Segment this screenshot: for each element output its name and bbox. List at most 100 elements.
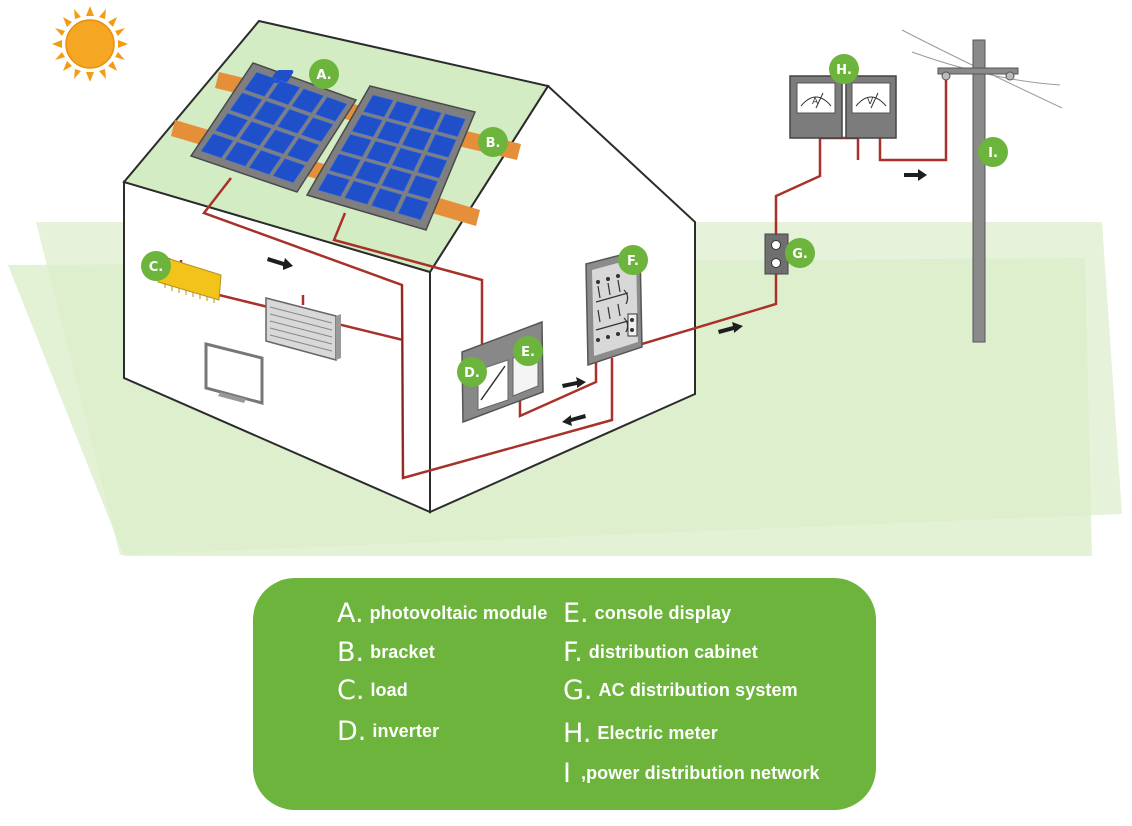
legend-letter: A. bbox=[337, 598, 364, 629]
svg-text:D.: D. bbox=[464, 366, 480, 381]
solar-cell bbox=[397, 195, 429, 221]
solar-panel-2-cells bbox=[317, 94, 466, 221]
svg-text:H.: H. bbox=[836, 63, 852, 78]
solar-cell bbox=[300, 117, 334, 143]
legend-label: AC distribution system bbox=[598, 680, 798, 700]
legend-label: Electric meter bbox=[597, 723, 718, 743]
sun-icon bbox=[52, 6, 128, 82]
arrow-right-icon bbox=[904, 169, 927, 181]
solar-cell bbox=[426, 134, 457, 158]
ammeter-symbol: A bbox=[812, 97, 819, 107]
solar-cell bbox=[317, 173, 351, 197]
solar-cell bbox=[355, 160, 387, 185]
solar-cell bbox=[248, 149, 282, 175]
solar-cell bbox=[417, 154, 448, 179]
solar-cell bbox=[253, 100, 287, 126]
solar-cell bbox=[229, 92, 263, 118]
solar-cell bbox=[363, 94, 394, 118]
legend-letter: C. bbox=[337, 675, 365, 706]
solar-cell bbox=[314, 96, 348, 122]
solar-cell bbox=[340, 133, 372, 158]
legend-letter: I bbox=[563, 758, 571, 789]
solar-cell bbox=[387, 100, 418, 124]
marker-a: A. bbox=[309, 59, 339, 89]
marker-f: F. bbox=[618, 245, 648, 275]
legend-item-d: D.inverter bbox=[337, 716, 439, 747]
legend-letter: H. bbox=[563, 718, 592, 749]
legend-letter: B. bbox=[337, 637, 365, 668]
solar-cell bbox=[412, 107, 442, 131]
solar-cell bbox=[376, 120, 408, 145]
utility-pole bbox=[937, 39, 1019, 343]
legend-label: photovoltaic module bbox=[369, 603, 548, 623]
solar-cell bbox=[200, 133, 234, 159]
svg-text:E.: E. bbox=[521, 345, 535, 360]
arrow-right-icon bbox=[267, 257, 293, 270]
solar-cell bbox=[291, 88, 324, 114]
electric-meters: A V bbox=[789, 75, 897, 139]
solar-cell bbox=[401, 127, 432, 151]
solar-cell bbox=[277, 108, 310, 134]
legend-letter: D. bbox=[337, 716, 367, 747]
legend-label: load bbox=[370, 680, 408, 700]
svg-text:A.: A. bbox=[316, 68, 331, 83]
svg-text:F.: F. bbox=[627, 254, 639, 269]
air-conditioner-unit bbox=[265, 297, 341, 361]
solar-cell bbox=[244, 71, 277, 97]
solar-cell bbox=[351, 114, 383, 138]
solar-cell bbox=[328, 153, 361, 178]
legend-panel: A.photovoltaic module B.bracket C.load D… bbox=[253, 578, 876, 810]
television bbox=[204, 342, 264, 405]
marker-h: H. bbox=[829, 54, 859, 84]
svg-text:I.: I. bbox=[988, 146, 998, 161]
legend-label: console display bbox=[594, 603, 732, 623]
solar-cell bbox=[238, 121, 272, 147]
solar-cell bbox=[381, 167, 413, 192]
solar-cell bbox=[344, 180, 377, 205]
solar-cell bbox=[215, 112, 249, 138]
marker-b: B. bbox=[478, 127, 508, 157]
legend-label: ,power distribution network bbox=[580, 763, 820, 783]
solar-cell bbox=[267, 80, 301, 106]
solar-cell bbox=[436, 113, 466, 137]
legend-letter: E. bbox=[563, 598, 589, 629]
svg-text:C.: C. bbox=[149, 260, 163, 275]
solar-cell bbox=[371, 188, 403, 213]
solar-cell bbox=[262, 129, 296, 155]
legend-item-b: B.bracket bbox=[337, 637, 435, 668]
legend-item-g: G.AC distribution system bbox=[563, 675, 798, 706]
solar-cell bbox=[272, 158, 306, 184]
solar-cell bbox=[365, 140, 398, 165]
legend-letter: F. bbox=[563, 637, 583, 668]
legend-label: distribution cabinet bbox=[588, 642, 758, 662]
legend-label: inverter bbox=[372, 721, 440, 741]
marker-e: E. bbox=[513, 336, 543, 366]
legend-item-h: H.Electric meter bbox=[563, 718, 718, 749]
arrow-right-icon bbox=[718, 322, 743, 334]
legend-item-e: E.console display bbox=[563, 598, 731, 629]
solar-cell bbox=[391, 147, 423, 172]
load-light-strip bbox=[157, 255, 222, 303]
legend-label: bracket bbox=[370, 642, 435, 662]
legend-item-i: I ,power distribution network bbox=[563, 758, 820, 789]
solar-cell bbox=[224, 141, 258, 167]
svg-text:G.: G. bbox=[792, 247, 808, 262]
svg-text:B.: B. bbox=[486, 136, 501, 151]
solar-panel-1-cells bbox=[200, 71, 348, 184]
legend-item-a: A.photovoltaic module bbox=[337, 598, 547, 629]
distribution-cabinet bbox=[585, 249, 643, 367]
solar-cell bbox=[286, 137, 320, 163]
flow-arrows bbox=[267, 169, 927, 426]
arrow-left-icon bbox=[562, 414, 586, 426]
voltmeter-symbol: V bbox=[867, 97, 874, 107]
legend-item-c: C.load bbox=[337, 675, 408, 706]
arrow-right-icon bbox=[562, 377, 586, 388]
legend-letter: G. bbox=[563, 675, 593, 706]
marker-g: G. bbox=[785, 238, 815, 268]
ac-distribution-box bbox=[764, 233, 789, 275]
marker-d: D. bbox=[457, 357, 487, 387]
legend-item-f: F.distribution cabinet bbox=[563, 637, 758, 668]
marker-i: I. bbox=[978, 137, 1008, 167]
marker-c: C. bbox=[141, 251, 171, 281]
